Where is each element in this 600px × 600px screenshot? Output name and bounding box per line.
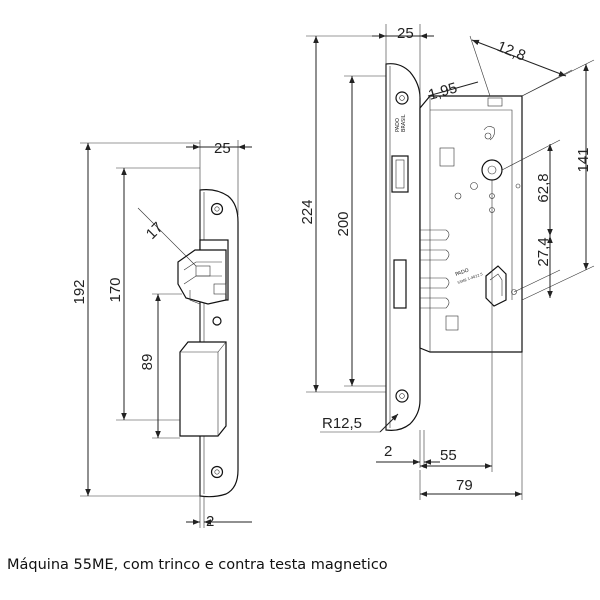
latch-window <box>391 155 409 193</box>
bolt-window <box>393 259 407 309</box>
figure-caption: Máquina 55ME, com trinco e contra testa … <box>7 557 388 573</box>
case-brand: PADO <box>455 267 470 277</box>
screw-hole-icon <box>212 316 222 326</box>
lock-faceplate-width-dim: 25 <box>397 25 414 42</box>
faceplate-brand-sub: BRASIL <box>401 114 407 132</box>
strike-latch-mechanism <box>177 239 229 305</box>
lock-cylinder-spacing-dim: 62,8 <box>535 173 552 202</box>
strike-width-dim: 25 <box>214 140 231 157</box>
lock-backset-dim: 55 <box>440 447 457 464</box>
strike-height-lower-dim: 89 <box>139 354 156 371</box>
mortise-lock-drawing: PADO BRASIL <box>299 24 595 500</box>
screw-hole-icon <box>210 465 224 479</box>
lock-body-height-dim: 141 <box>575 147 592 172</box>
strike-plate-drawing: 25 192 170 89 17 2 <box>71 140 252 530</box>
lock-lower-spacing-dim: 27,4 <box>535 237 552 266</box>
screw-hole-icon <box>210 202 224 216</box>
strike-latch-dim: 17 <box>143 219 167 243</box>
strike-height-inner-dim: 170 <box>107 277 124 302</box>
strike-magnet-block <box>179 341 227 437</box>
strike-thickness-dim: 2 <box>206 513 214 530</box>
faceplate-brand: PADO <box>395 118 401 132</box>
spindle-hole-icon <box>485 265 507 307</box>
screw-hole-icon <box>395 389 409 403</box>
strike-height-total-dim: 192 <box>71 279 88 304</box>
lock-radius-dim: R12,5 <box>322 415 362 432</box>
lock-depth-top-dim: 12,8 <box>495 38 528 65</box>
lock-faceplate-outline <box>385 63 421 431</box>
lock-body-depth-dim: 79 <box>456 477 473 494</box>
lock-case-body: PADO 55ME 1-4022.5 <box>419 95 523 353</box>
cylinder-hole-icon <box>481 159 503 181</box>
screw-hole-icon <box>395 91 409 105</box>
lock-thickness-dim: 2 <box>384 443 392 460</box>
lock-height-total-dim: 224 <box>299 199 316 224</box>
lock-height-inner-dim: 200 <box>335 211 352 236</box>
